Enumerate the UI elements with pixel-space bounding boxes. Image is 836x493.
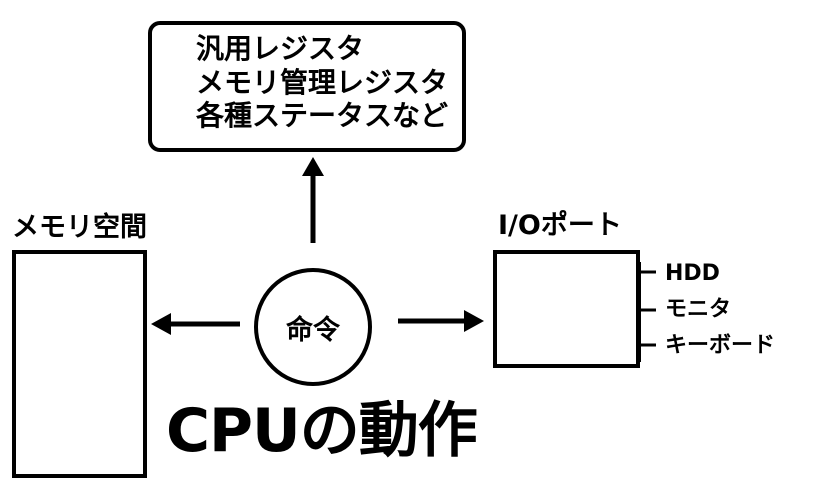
arrowhead-right (464, 310, 484, 332)
arrowhead-left (151, 313, 171, 335)
register-general: 汎用レジスタ (196, 32, 365, 65)
io-port-box (493, 250, 640, 368)
arrowhead-up (302, 157, 324, 176)
memory-space-box (12, 250, 147, 478)
io-port-label: I/Oポート (498, 210, 622, 241)
device-keyboard: キーボード (665, 333, 776, 358)
register-status: 各種ステータスなど (196, 99, 449, 132)
memory-space-label: メモリ空間 (12, 212, 147, 243)
device-hdd: HDD (665, 261, 720, 286)
register-memory-management: メモリ管理レジスタ (196, 66, 449, 99)
device-monitor: モニタ (665, 297, 732, 322)
diagram-title: CPUの動作 (166, 396, 478, 466)
instruction-label: 命令 (286, 314, 340, 346)
register-box (148, 21, 466, 152)
instruction-circle: 命令 (254, 268, 372, 386)
